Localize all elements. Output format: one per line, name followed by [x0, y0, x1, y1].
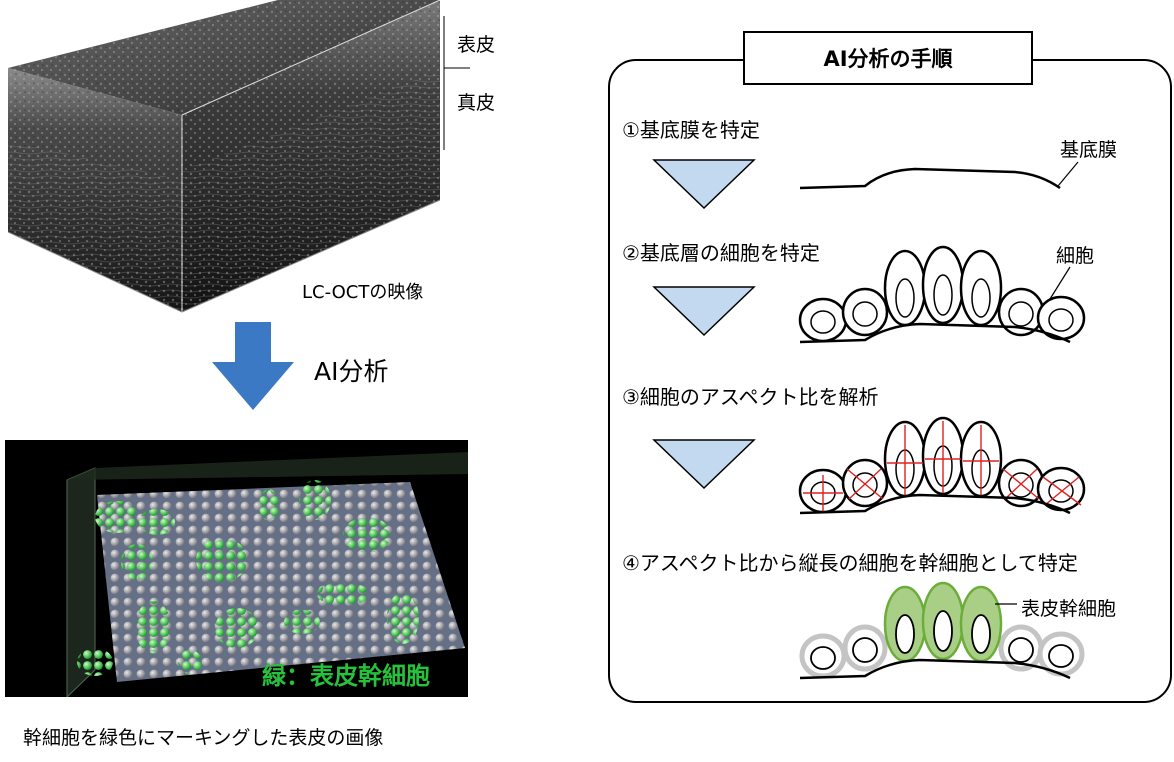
step-1-text: ①基底膜を特定 — [622, 114, 760, 143]
callout-stem-cell: 表皮幹細胞 — [1021, 594, 1116, 621]
result-caption: 幹細胞を緑色にマーキングした表皮の画像 — [23, 723, 383, 750]
panel-title: AI分析の手順 — [743, 31, 1033, 85]
label-dermis: 真皮 — [457, 88, 495, 115]
step-2-triangle-icon — [652, 285, 756, 337]
step-1-triangle-icon — [652, 158, 756, 210]
callout-line — [1040, 265, 1080, 305]
down-arrow-icon — [208, 322, 298, 412]
step-3-text: ③細胞のアスペクト比を解析 — [622, 381, 879, 410]
aspect-ratio-diagram — [795, 413, 1095, 523]
callout-basement-membrane: 基底膜 — [1060, 135, 1117, 162]
step-2-text: ②基底層の細胞を特定 — [622, 237, 820, 266]
label-epidermis: 表皮 — [457, 30, 495, 57]
oct-caption: LC-OCTの映像 — [302, 278, 423, 304]
stem-cell-overlay-label: 緑：表皮幹細胞 — [262, 656, 430, 691]
step-4-text: ④アスペクト比から縦長の細胞を幹細胞として特定 — [622, 547, 1078, 576]
oct-3d-image — [0, 0, 480, 320]
step-3-triangle-icon — [652, 438, 756, 490]
callout-cell: 細胞 — [1056, 241, 1094, 268]
ai-analysis-label: AI分析 — [314, 352, 388, 388]
callout-line — [1050, 160, 1090, 190]
